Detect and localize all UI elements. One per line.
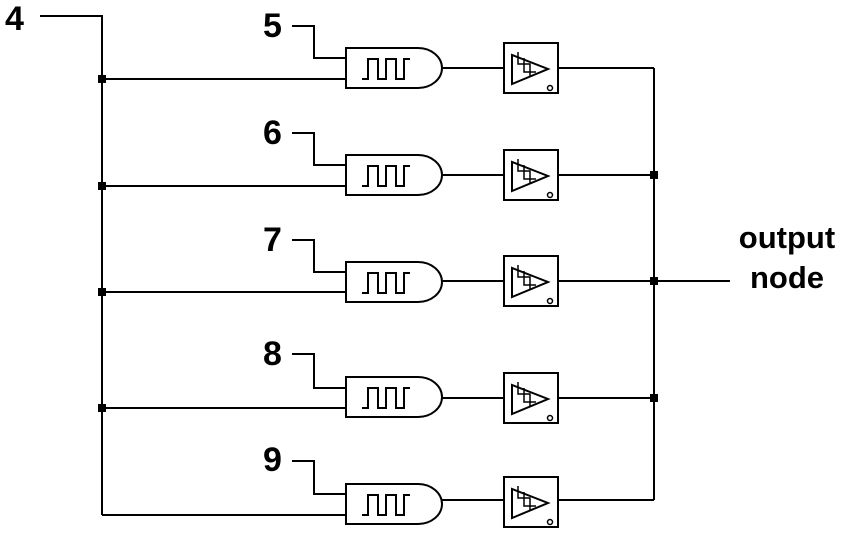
hysteresis-icon	[517, 486, 536, 510]
stage-9: 9	[102, 441, 654, 528]
row-label-5: 5	[263, 7, 282, 45]
control-wire-6	[292, 132, 346, 166]
row-label-9: 9	[263, 441, 282, 479]
output-label-line2: node	[750, 260, 824, 295]
control-wire-7	[292, 239, 346, 273]
buffer-triangle-icon	[511, 53, 551, 86]
enable-bubble-icon	[546, 518, 554, 526]
and-gate-7	[345, 261, 443, 303]
hysteresis-icon	[517, 52, 536, 76]
control-wire-5	[292, 25, 346, 59]
hysteresis-icon	[517, 159, 536, 183]
control-wire-8	[292, 353, 346, 389]
hysteresis-icon	[517, 382, 536, 406]
junction-dot-output-7	[650, 277, 658, 285]
clock-pulse-icon	[362, 387, 410, 409]
and-gate-5	[345, 47, 443, 89]
and-gate-6	[345, 154, 443, 196]
buffer-triangle-icon	[511, 266, 551, 299]
control-wire-9	[292, 460, 346, 495]
junction-dot-output-8	[650, 394, 658, 402]
clock-pulse-icon	[362, 272, 410, 294]
clock-pulse-icon	[362, 58, 410, 80]
buffer-triangle-icon	[511, 487, 551, 520]
and-gate-8	[345, 376, 443, 418]
junction-dot-output-6	[650, 171, 658, 179]
row-label-7: 7	[263, 221, 282, 259]
clock-pulse-icon	[362, 165, 410, 187]
junction-dot-input-8	[98, 404, 106, 412]
enable-bubble-icon	[546, 84, 554, 92]
buffer-triangle-icon	[511, 383, 551, 416]
row-label-8: 8	[263, 335, 282, 373]
enable-bubble-icon	[546, 297, 554, 305]
and-gate-9	[345, 483, 443, 525]
row-label-6: 6	[263, 114, 282, 152]
junction-dot-input-6	[98, 182, 106, 190]
output-label-line1: output	[739, 220, 835, 255]
junction-dot-input-5	[98, 75, 106, 83]
junction-dot-input-7	[98, 288, 106, 296]
enable-bubble-icon	[546, 414, 554, 422]
hysteresis-icon	[517, 265, 536, 289]
stage-8: 8	[98, 335, 658, 424]
clock-pulse-icon	[362, 494, 410, 516]
input-label: 4	[5, 0, 24, 38]
enable-bubble-icon	[546, 191, 554, 199]
input-bus	[40, 15, 103, 515]
stage-6: 6	[98, 114, 658, 201]
buffer-triangle-icon	[511, 160, 551, 193]
stage-5: 5	[98, 7, 654, 94]
stage-7: 7	[98, 221, 658, 307]
